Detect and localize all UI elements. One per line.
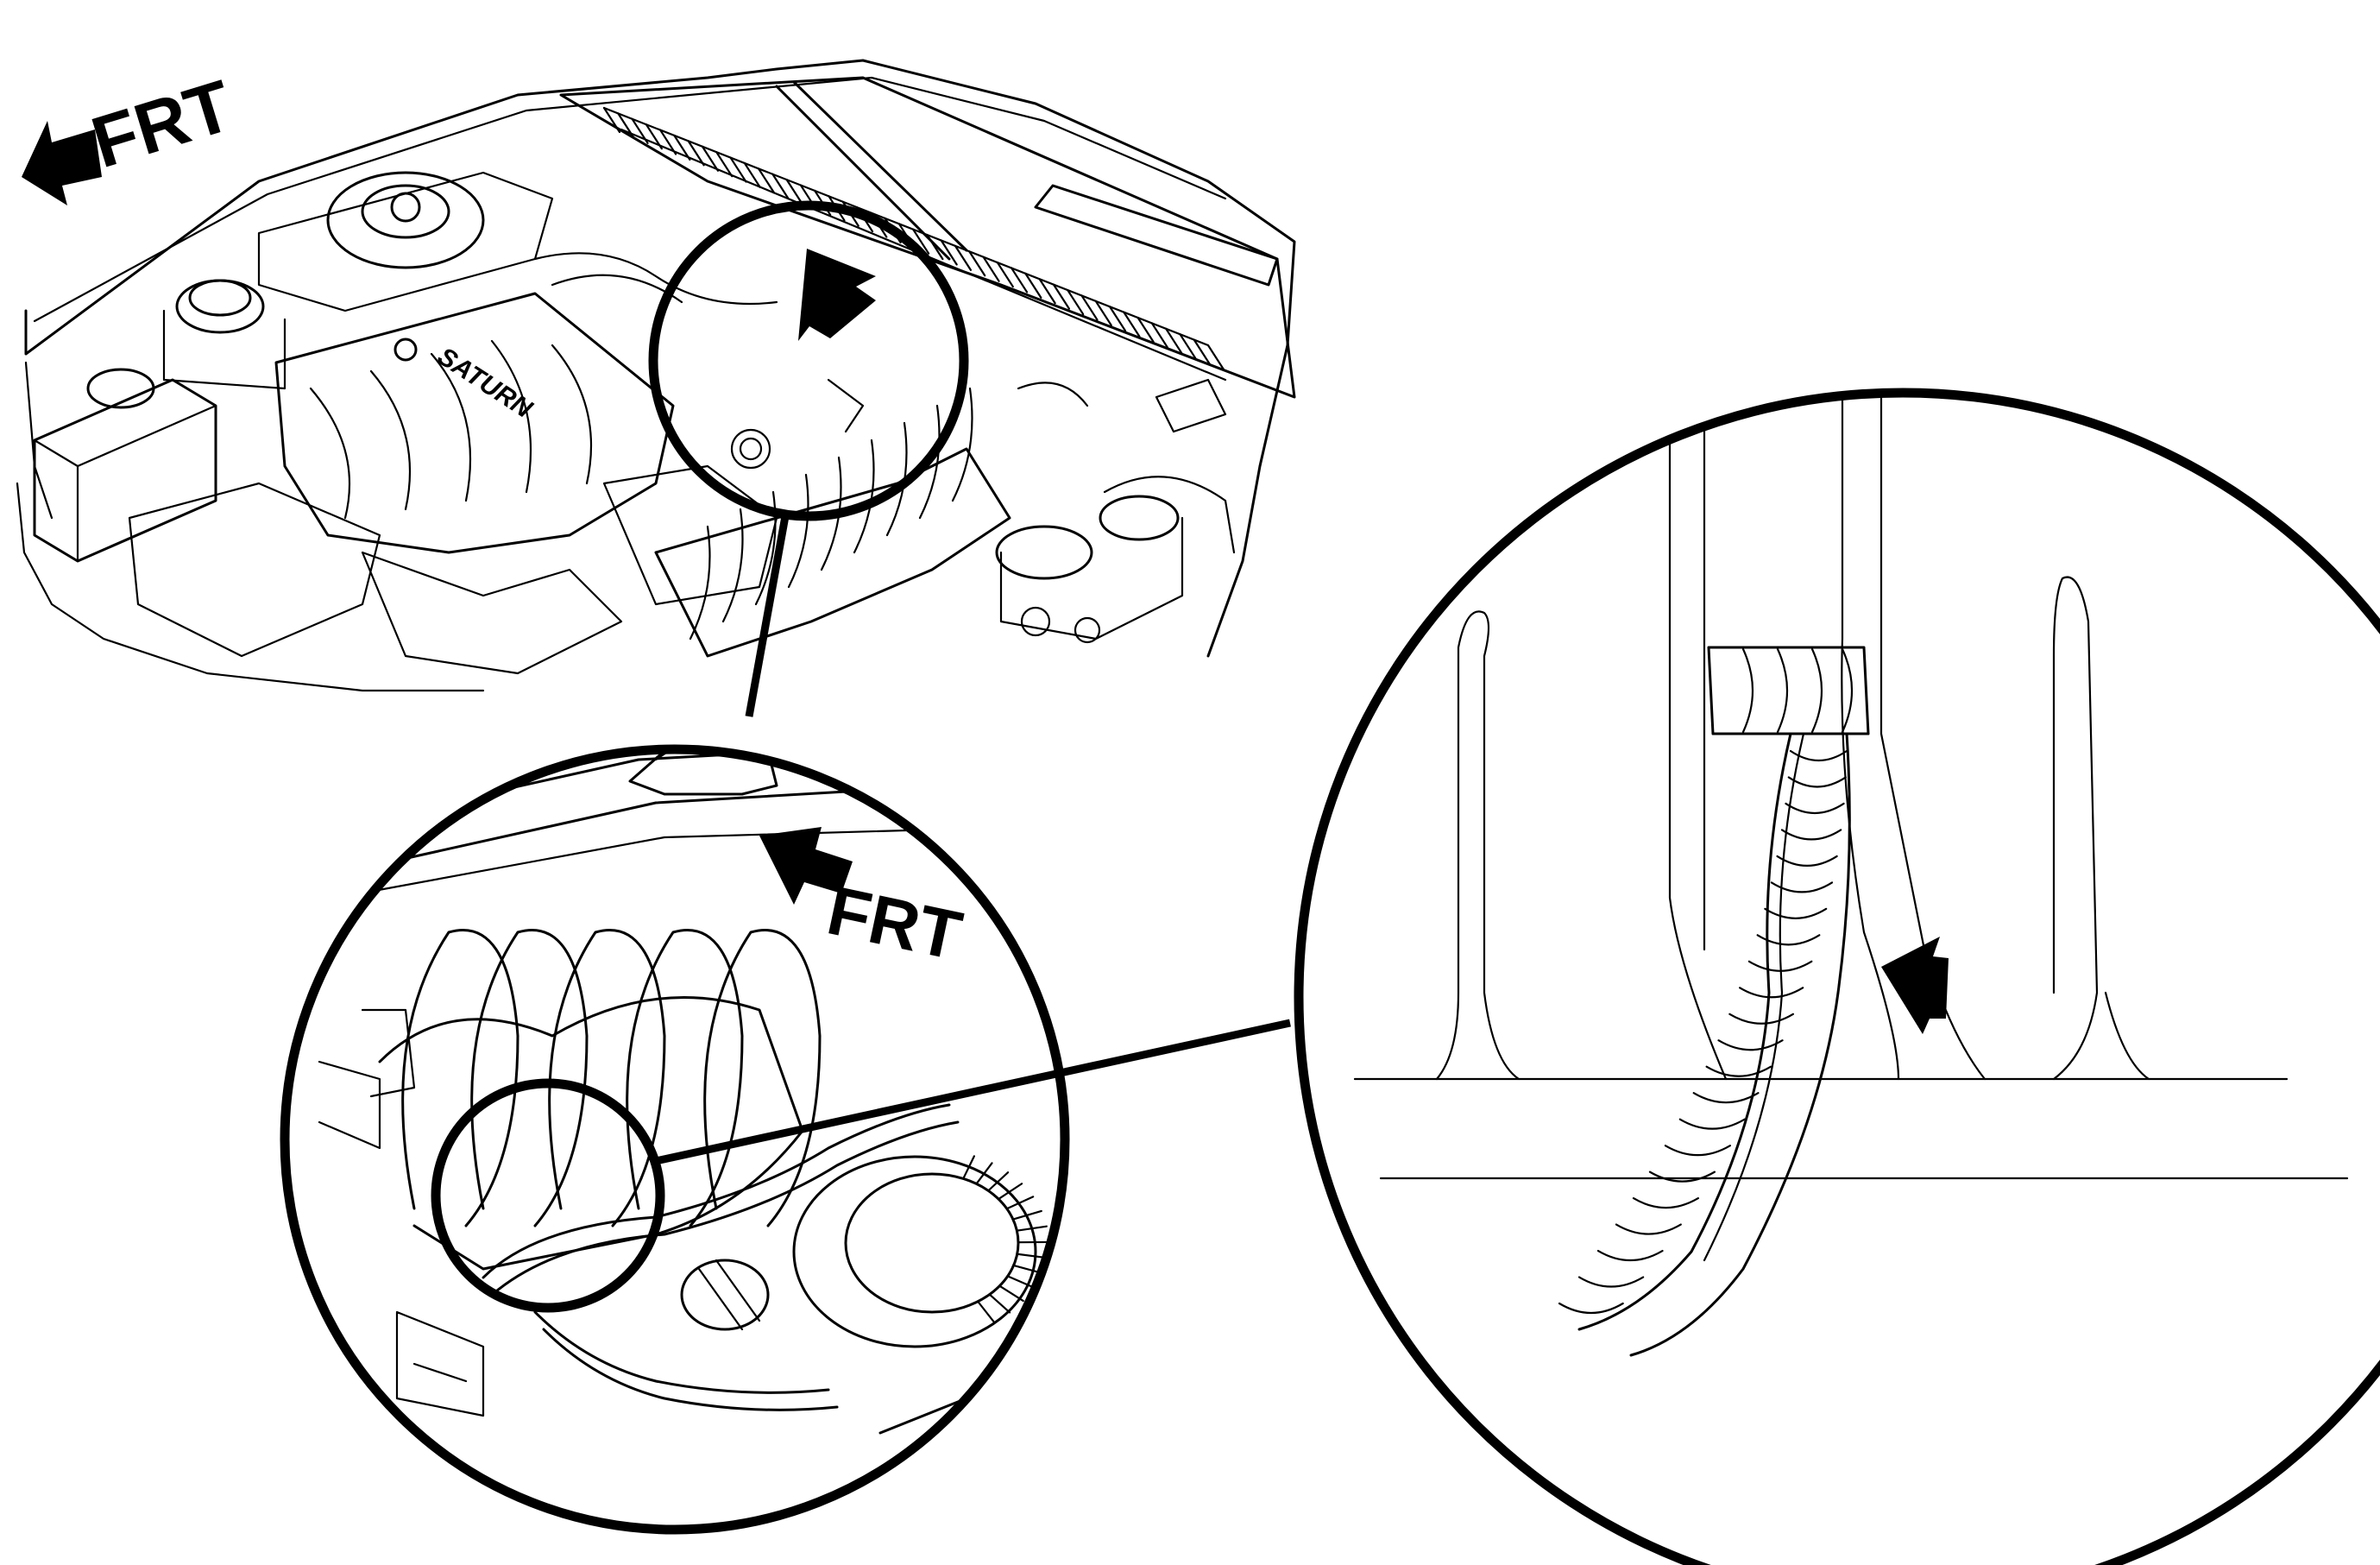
connector-band bbox=[1741, 647, 1754, 734]
connector-band bbox=[1841, 647, 1854, 734]
alternator-fin bbox=[1016, 1225, 1048, 1232]
grille-slat bbox=[1094, 300, 1112, 326]
battery bbox=[33, 368, 217, 563]
harness-ring bbox=[1632, 1197, 1700, 1209]
grille-slat bbox=[743, 161, 761, 189]
harness-ring bbox=[1577, 1276, 1645, 1288]
wiring-harness bbox=[1558, 732, 1851, 1357]
grille-slat bbox=[1206, 344, 1225, 371]
grille-slat bbox=[1067, 288, 1085, 316]
leader-line-lower bbox=[655, 1019, 1291, 1165]
alternator-fin bbox=[1011, 1209, 1042, 1221]
grille-slat bbox=[1052, 283, 1071, 310]
grille-slat bbox=[912, 228, 930, 255]
grille-slat bbox=[757, 167, 776, 194]
grille-slat bbox=[1024, 272, 1042, 299]
grille-slat bbox=[602, 106, 621, 134]
grille-slat bbox=[1108, 306, 1127, 332]
alternator-fin bbox=[1006, 1275, 1036, 1289]
main-view-callout bbox=[648, 200, 969, 521]
harness-ring bbox=[1596, 1249, 1664, 1262]
coolant-reservoir bbox=[162, 279, 286, 390]
connector-band bbox=[1810, 647, 1823, 734]
alternator-fin bbox=[987, 1171, 1010, 1192]
intake-detail-view: FRT bbox=[280, 744, 1070, 1535]
grille-slat bbox=[785, 179, 803, 205]
grille-slat bbox=[954, 244, 973, 271]
grille-slat bbox=[715, 151, 734, 178]
duct-rib bbox=[689, 525, 711, 641]
bellows-fold bbox=[470, 929, 589, 1227]
grille-slat bbox=[1165, 327, 1183, 354]
harness-ring bbox=[1728, 1013, 1794, 1025]
grille-slat bbox=[982, 256, 1000, 282]
harness-ring bbox=[1787, 776, 1847, 788]
grille-slat bbox=[1150, 322, 1168, 349]
grille-slat bbox=[659, 129, 677, 155]
harness-ring bbox=[1770, 881, 1834, 893]
grille-slat bbox=[645, 123, 663, 150]
alternator-fin bbox=[998, 1183, 1023, 1201]
alternator-fin bbox=[977, 1300, 995, 1323]
grille-slat bbox=[1123, 311, 1141, 338]
harness-ring bbox=[1789, 749, 1848, 761]
harness-ring bbox=[1664, 1145, 1731, 1157]
harness-ring bbox=[1717, 1039, 1784, 1051]
harness-ring bbox=[1747, 960, 1813, 972]
grille-slat bbox=[617, 112, 635, 139]
alternator-fin bbox=[988, 1293, 1011, 1314]
harness-ring bbox=[1785, 802, 1845, 814]
alternator-fin bbox=[998, 1284, 1024, 1303]
harness-ring bbox=[1739, 987, 1804, 999]
front-arrow-icon-detail bbox=[759, 827, 853, 905]
harness-ring bbox=[1705, 1065, 1772, 1077]
middle-detail-callout bbox=[431, 1078, 665, 1313]
front-arrow-icon bbox=[22, 121, 102, 205]
harness-ring bbox=[1615, 1223, 1682, 1235]
grille-slat bbox=[968, 250, 986, 277]
harness-connector bbox=[1707, 646, 1870, 735]
alternator bbox=[680, 1155, 1050, 1348]
leader-line-upper bbox=[745, 515, 790, 717]
grille-slat bbox=[687, 140, 705, 167]
brake-master-cylinder bbox=[995, 476, 1236, 644]
alternator-fin bbox=[1005, 1196, 1035, 1210]
grille-slat bbox=[673, 134, 691, 161]
grille-slat bbox=[631, 117, 649, 144]
grille-slat bbox=[1038, 278, 1056, 305]
grille-slat bbox=[1080, 294, 1099, 321]
connector-band bbox=[1776, 647, 1789, 734]
duct-rib bbox=[721, 508, 744, 623]
grille-slat bbox=[1136, 316, 1155, 344]
grille-slat bbox=[1179, 333, 1197, 360]
harness-ring bbox=[1678, 1118, 1746, 1130]
bellows-fold bbox=[401, 929, 519, 1227]
harness-ring bbox=[1558, 1302, 1624, 1315]
down-arrow-icon bbox=[798, 249, 876, 341]
duct-rib bbox=[918, 404, 941, 520]
location-arrow-icon bbox=[1881, 937, 1949, 1034]
harness-ring bbox=[1780, 829, 1842, 841]
duct-rib bbox=[787, 473, 809, 589]
harness-close-up-view bbox=[1294, 388, 2380, 1565]
duct-rib bbox=[951, 387, 973, 502]
duct-rib bbox=[754, 490, 777, 606]
harness-ring bbox=[1648, 1171, 1716, 1183]
harness-ring bbox=[1692, 1092, 1760, 1104]
grille-slat bbox=[701, 145, 720, 172]
harness-ring bbox=[1756, 934, 1821, 946]
grille-slat bbox=[1010, 267, 1029, 293]
grille-slat bbox=[729, 156, 747, 183]
grille-slat bbox=[1193, 338, 1211, 365]
alternator-fin bbox=[962, 1155, 976, 1180]
grille-slat bbox=[996, 261, 1014, 288]
close-up-detail bbox=[1294, 388, 2380, 1565]
grille-slat bbox=[771, 173, 790, 199]
alternator-fin bbox=[975, 1162, 993, 1185]
bellows-fold bbox=[703, 929, 822, 1227]
harness-ring bbox=[1776, 855, 1838, 867]
harness-ring bbox=[1764, 907, 1828, 919]
grille-slat bbox=[940, 239, 958, 266]
